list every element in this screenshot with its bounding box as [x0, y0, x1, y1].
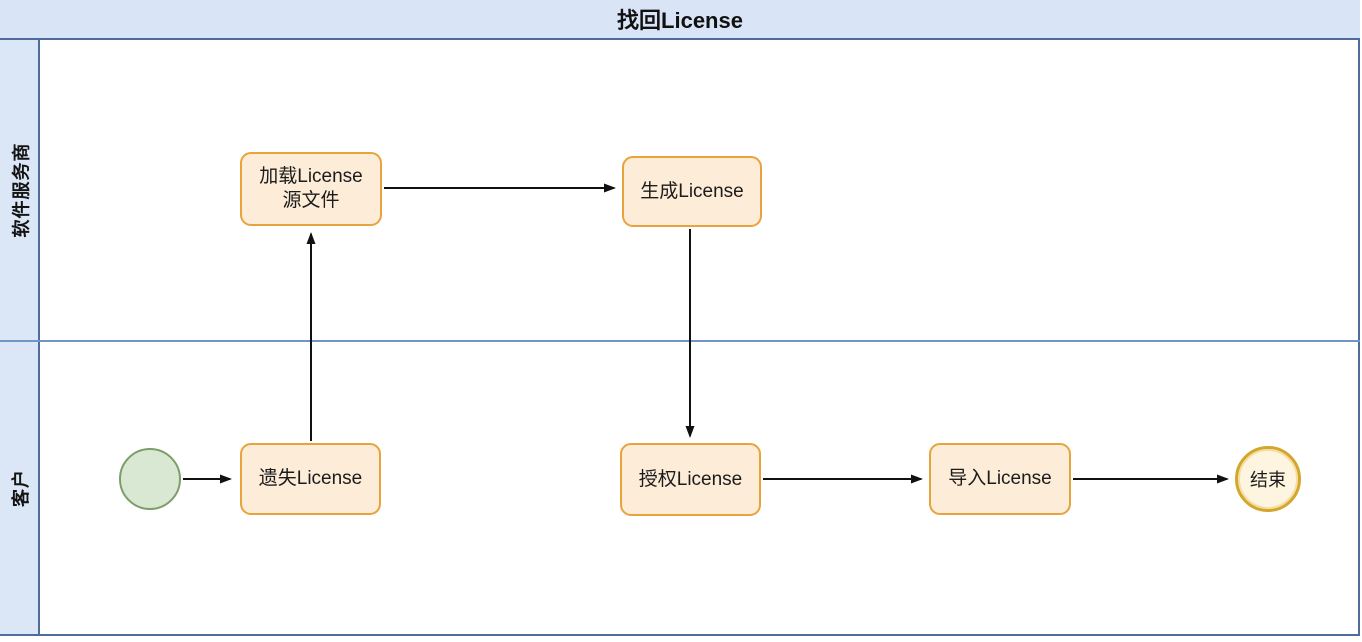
lane-label-provider: 软件服务商 [0, 40, 40, 340]
task-load-license-source-label: 加载License 源文件 [259, 166, 363, 211]
diagram-title: 找回License [617, 8, 743, 33]
task-generate-license: 生成License [622, 156, 762, 227]
task-import-license: 导入License [929, 443, 1071, 515]
end-event-circle: 结束 [1235, 446, 1301, 512]
task-load-license-source: 加载License 源文件 [240, 152, 382, 226]
task-lost-license-label: 遗失License [258, 468, 363, 490]
task-lost-license: 遗失License [240, 443, 381, 515]
task-authorize-license-label: 授权License [638, 468, 743, 490]
lane-label-customer-text: 客户 [11, 469, 31, 507]
lane-label-customer: 客户 [0, 342, 40, 634]
lane-label-provider-text: 软件服务商 [11, 142, 31, 238]
end-event-label: 结束 [1250, 470, 1286, 490]
task-import-license-label: 导入License [948, 468, 1052, 490]
start-event-circle [119, 448, 181, 510]
lane-label-column [0, 40, 40, 634]
diagram-title-bar: 找回License [0, 0, 1360, 40]
task-authorize-license: 授权License [620, 443, 761, 516]
task-generate-license-label: 生成License [640, 180, 744, 202]
lane-divider [0, 340, 1360, 342]
